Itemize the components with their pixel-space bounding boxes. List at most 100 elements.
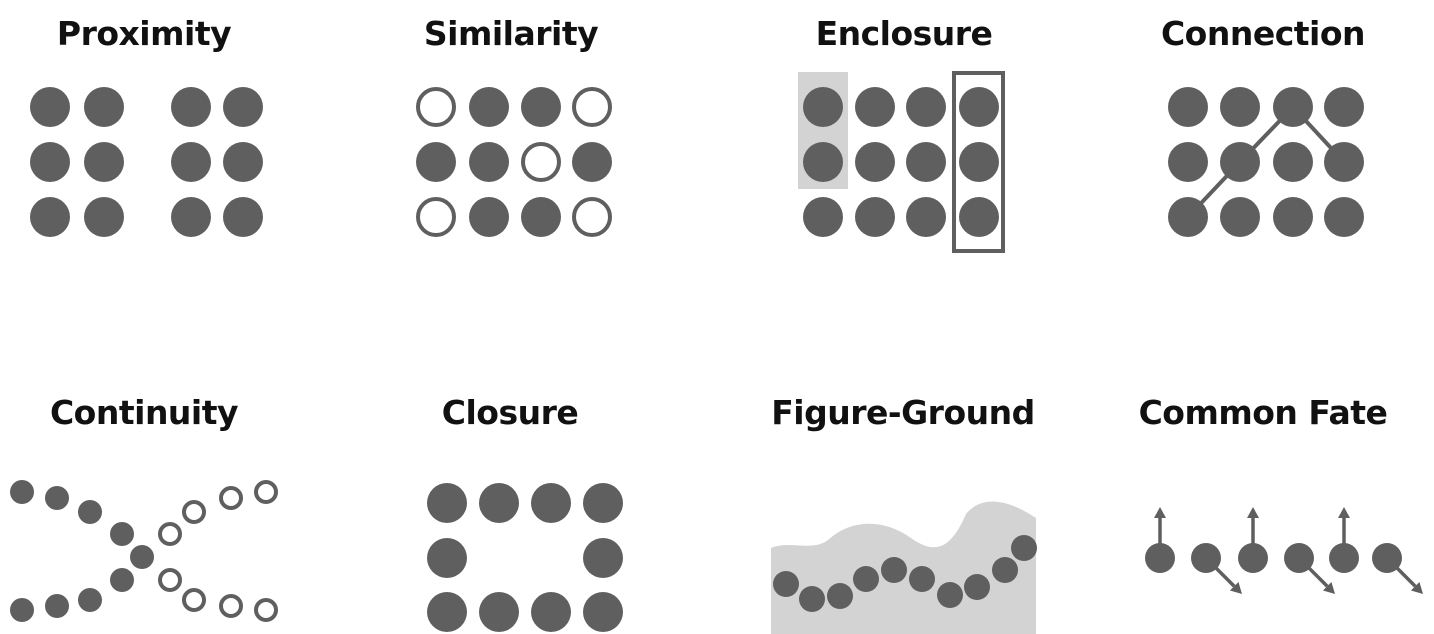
filled-dot — [1284, 543, 1314, 573]
filled-dot — [30, 142, 70, 182]
closure-figure — [427, 483, 623, 632]
panel-title-closure: Closure — [441, 393, 579, 432]
filled-dot — [803, 142, 843, 182]
panel-title-enclosure: Enclosure — [815, 14, 993, 53]
filled-dot — [130, 545, 154, 569]
filled-dot — [45, 486, 69, 510]
filled-dot — [909, 566, 935, 592]
panel-title-similarity: Similarity — [423, 14, 599, 53]
arrow-head — [1154, 507, 1166, 518]
hollow-dot — [254, 598, 278, 622]
filled-dot — [171, 142, 211, 182]
filled-dot — [803, 197, 843, 237]
hollow-dot — [416, 87, 456, 127]
filled-dot — [78, 588, 102, 612]
hollow-dot — [219, 594, 243, 618]
filled-dot — [964, 574, 990, 600]
arrow-head — [1410, 581, 1423, 594]
filled-dot — [416, 142, 456, 182]
filled-dot — [959, 197, 999, 237]
hollow-dot — [572, 87, 612, 127]
filled-dot — [1372, 543, 1402, 573]
filled-dot — [1238, 543, 1268, 573]
hollow-dot — [158, 568, 182, 592]
filled-dot — [469, 197, 509, 237]
arrow-head — [1247, 507, 1259, 518]
filled-dot — [479, 483, 519, 523]
filled-dot — [1168, 197, 1208, 237]
filled-dot — [521, 87, 561, 127]
panel-title-connection: Connection — [1160, 14, 1366, 53]
filled-dot — [531, 483, 571, 523]
filled-dot — [427, 592, 467, 632]
hollow-dot — [182, 588, 206, 612]
panel-title-continuity: Continuity — [49, 393, 239, 432]
hollow-dot — [182, 500, 206, 524]
enclosure-figure — [798, 71, 1005, 253]
filled-dot — [30, 87, 70, 127]
filled-dot — [427, 483, 467, 523]
filled-dot — [223, 142, 263, 182]
filled-dot — [171, 197, 211, 237]
filled-dot — [469, 142, 509, 182]
filled-dot — [855, 197, 895, 237]
common-fate-figure — [1145, 507, 1423, 594]
filled-dot — [171, 87, 211, 127]
filled-dot — [906, 142, 946, 182]
hollow-dot — [254, 480, 278, 504]
arrow-head — [1338, 507, 1350, 518]
filled-dot — [1220, 87, 1260, 127]
filled-dot — [773, 571, 799, 597]
filled-dot — [531, 592, 571, 632]
filled-dot — [1329, 543, 1359, 573]
filled-dot — [427, 538, 467, 578]
filled-dot — [881, 557, 907, 583]
filled-dot — [853, 566, 879, 592]
outlined-enclosure — [952, 71, 1005, 253]
filled-dot — [78, 500, 102, 524]
filled-dot — [10, 480, 34, 504]
filled-dot — [223, 197, 263, 237]
filled-dot — [45, 594, 69, 618]
filled-dot — [803, 87, 843, 127]
filled-dot — [992, 557, 1018, 583]
filled-dot — [84, 142, 124, 182]
filled-dot — [906, 87, 946, 127]
similarity-figure — [416, 87, 612, 237]
filled-dot — [1273, 87, 1313, 127]
filled-dot — [521, 197, 561, 237]
filled-dot — [223, 87, 263, 127]
filled-dot — [1145, 543, 1175, 573]
filled-dot — [1273, 197, 1313, 237]
filled-dot — [959, 142, 999, 182]
filled-dot — [469, 87, 509, 127]
proximity-figure — [30, 87, 263, 237]
filled-dot — [479, 592, 519, 632]
filled-dot — [1011, 535, 1037, 561]
filled-dot — [84, 87, 124, 127]
arrow-head — [1322, 581, 1335, 594]
filled-dot — [1220, 197, 1260, 237]
continuity-figure — [10, 480, 278, 622]
filled-dot — [110, 568, 134, 592]
filled-dot — [959, 87, 999, 127]
hollow-dot — [416, 197, 456, 237]
connecting-line — [1186, 105, 1346, 219]
filled-dot — [1220, 142, 1260, 182]
filled-dot — [855, 142, 895, 182]
filled-dot — [799, 586, 825, 612]
filled-dot — [906, 197, 946, 237]
filled-dot — [583, 483, 623, 523]
filled-dot — [855, 87, 895, 127]
arrow-head — [1229, 581, 1242, 594]
hollow-dot — [572, 197, 612, 237]
filled-dot — [1324, 197, 1364, 237]
filled-dot — [1324, 87, 1364, 127]
panel-title-proximity: Proximity — [56, 14, 232, 53]
filled-dot — [583, 592, 623, 632]
filled-dot — [572, 142, 612, 182]
filled-dot — [937, 582, 963, 608]
filled-dot — [110, 522, 134, 546]
filled-dot — [1168, 87, 1208, 127]
